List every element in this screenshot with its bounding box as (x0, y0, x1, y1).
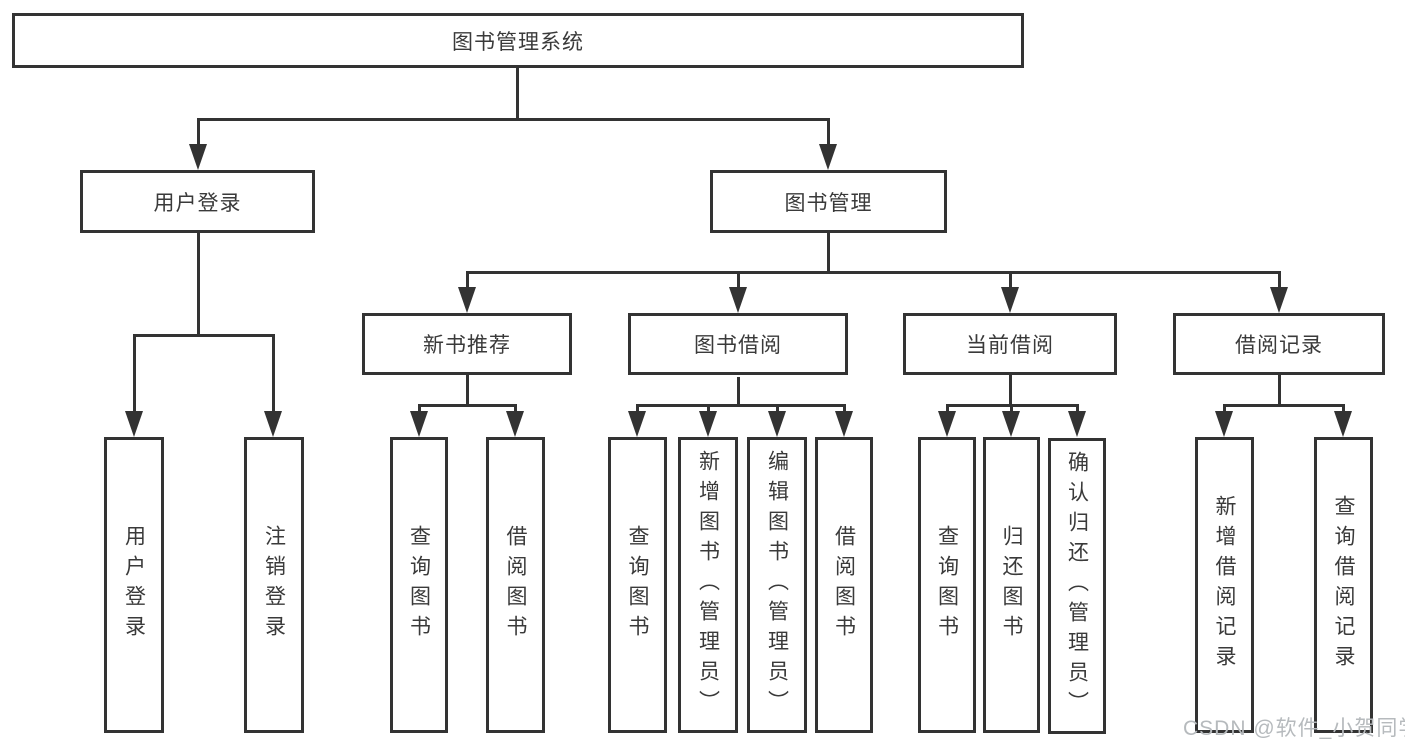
connector-drop-bb-add (707, 404, 710, 414)
connector-bookmgmt-bar (466, 271, 1281, 274)
connector-drop-current-borrow (1009, 271, 1012, 289)
leaf-bb-add-books-label: 新增图书（管理员） (696, 450, 720, 720)
connector-userlogin-bar (133, 334, 275, 337)
connector-drop-br-add (1223, 404, 1226, 414)
connector-drop-bb-borrow (843, 404, 846, 414)
connector-currentborrow-stem (1009, 375, 1012, 407)
leaf-cb-query-books-label: 查询图书 (935, 525, 959, 645)
connector-root-bar (197, 118, 830, 121)
connector-drop-bb-query (636, 404, 639, 414)
arrowhead-cb-confirm-icon (1068, 411, 1086, 437)
leaf-cb-query-books: 查询图书 (918, 437, 976, 733)
leaf-rec-query-books-label: 查询图书 (407, 525, 431, 645)
node-user-login: 用户登录 (80, 170, 315, 233)
arrowhead-new-rec-icon (458, 287, 476, 313)
connector-drop-cb-query (946, 404, 949, 414)
leaf-bb-borrow-books-label: 借阅图书 (832, 525, 856, 645)
connector-drop-rec-query (418, 404, 421, 414)
connector-drop-book-borrow (737, 271, 740, 289)
connector-bookborrow-bar (636, 404, 846, 407)
arrowhead-bb-query-icon (628, 411, 646, 437)
leaf-rec-query-books: 查询图书 (390, 437, 448, 733)
connector-drop-login (133, 334, 136, 414)
connector-drop-bb-edit (776, 404, 779, 414)
node-current-borrow-label: 当前借阅 (966, 334, 1054, 357)
node-root: 图书管理系统 (12, 13, 1024, 68)
arrowhead-book-borrow-icon (729, 287, 747, 313)
leaf-logout: 注销登录 (244, 437, 304, 733)
leaf-br-query-record-label: 查询借阅记录 (1332, 495, 1355, 675)
leaf-cb-return-books: 归还图书 (983, 437, 1040, 733)
leaf-rec-borrow-books: 借阅图书 (486, 437, 545, 733)
arrowhead-borrow-records-icon (1270, 287, 1288, 313)
connector-bookmgmt-stem (827, 233, 830, 274)
arrowhead-br-add-icon (1215, 411, 1233, 437)
arrowhead-bb-borrow-icon (835, 411, 853, 437)
connector-drop-borrow-records (1278, 271, 1281, 289)
node-current-borrow: 当前借阅 (903, 313, 1117, 375)
connector-drop-br-query (1342, 404, 1345, 414)
leaf-bb-add-books: 新增图书（管理员） (678, 437, 738, 733)
connector-drop-cb-return (1010, 404, 1013, 414)
leaf-login: 用户登录 (104, 437, 164, 733)
connector-newrec-stem (466, 375, 469, 407)
arrowhead-br-query-icon (1334, 411, 1352, 437)
node-root-label: 图书管理系统 (452, 30, 584, 54)
connector-bookborrow-stem (737, 377, 740, 407)
arrowhead-book-mgmt-icon (819, 144, 837, 170)
connector-drop-rec-borrow (514, 404, 517, 414)
leaf-br-query-record: 查询借阅记录 (1314, 437, 1373, 733)
leaf-br-add-record-label: 新增借阅记录 (1213, 495, 1236, 675)
connector-root-stem (516, 68, 519, 118)
leaf-bb-edit-books: 编辑图书（管理员） (747, 437, 807, 733)
arrowhead-rec-query-icon (410, 411, 428, 437)
leaf-bb-borrow-books: 借阅图书 (815, 437, 873, 733)
leaf-bb-query-books-label: 查询图书 (626, 525, 649, 645)
arrowhead-rec-borrow-icon (506, 411, 524, 437)
leaf-br-add-record: 新增借阅记录 (1195, 437, 1254, 733)
node-book-mgmt: 图书管理 (710, 170, 947, 233)
arrowhead-cb-return-icon (1002, 411, 1020, 437)
connector-newrec-bar (418, 404, 517, 407)
leaf-bb-query-books: 查询图书 (608, 437, 667, 733)
arrowhead-current-borrow-icon (1001, 287, 1019, 313)
leaf-bb-edit-books-label: 编辑图书（管理员） (765, 450, 789, 720)
connector-drop-user-login (197, 118, 200, 148)
arrowhead-login-icon (125, 411, 143, 437)
watermark: CSDN @软件_小贺同学 (1183, 717, 1405, 740)
leaf-cb-confirm-return: 确认归还（管理员） (1048, 438, 1106, 734)
connector-drop-logout (272, 334, 275, 414)
node-new-book-rec: 新书推荐 (362, 313, 572, 375)
node-user-login-label: 用户登录 (153, 191, 242, 215)
leaf-cb-return-books-label: 归还图书 (1000, 525, 1023, 645)
leaf-logout-label: 注销登录 (262, 525, 286, 645)
arrowhead-bb-add-icon (699, 411, 717, 437)
arrowhead-bb-edit-icon (768, 411, 786, 437)
node-borrow-records: 借阅记录 (1173, 313, 1385, 375)
arrowhead-cb-query-icon (938, 411, 956, 437)
leaf-cb-confirm-return-label: 确认归还（管理员） (1065, 451, 1089, 721)
node-new-book-rec-label: 新书推荐 (423, 334, 511, 357)
leaf-rec-borrow-books-label: 借阅图书 (504, 525, 527, 645)
connector-records-bar (1223, 404, 1345, 407)
node-book-borrow: 图书借阅 (628, 313, 848, 375)
arrowhead-user-login-icon (189, 144, 207, 170)
connector-drop-book-mgmt (827, 118, 830, 148)
node-borrow-records-label: 借阅记录 (1235, 334, 1323, 357)
arrowhead-logout-icon (264, 411, 282, 437)
node-book-mgmt-label: 图书管理 (784, 191, 873, 215)
connector-drop-new-rec (466, 271, 469, 289)
connector-userlogin-stem (197, 233, 200, 337)
connector-records-stem (1278, 375, 1281, 407)
leaf-login-label: 用户登录 (122, 525, 146, 645)
connector-drop-cb-confirm (1076, 404, 1079, 414)
node-book-borrow-label: 图书借阅 (694, 334, 782, 357)
